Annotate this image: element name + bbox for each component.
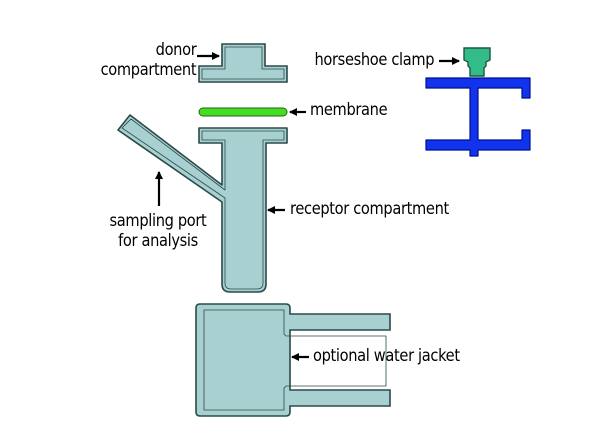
donor-label-line1: donor xyxy=(155,40,196,60)
label-arrows xyxy=(155,52,460,361)
sampling-label-line2: for analysis xyxy=(118,231,198,251)
membrane xyxy=(198,107,288,117)
membrane-label: membrane xyxy=(310,100,388,120)
receptor-label: receptor compartment xyxy=(290,199,449,219)
receptor-compartment xyxy=(117,114,288,293)
water-jacket xyxy=(195,303,391,417)
horseshoe-clamp xyxy=(425,47,531,157)
donor-compartment xyxy=(198,43,288,83)
water-jacket-label: optional water jacket xyxy=(313,346,460,366)
donor-label-line2: compartment xyxy=(100,60,196,80)
sampling-label-line1: sampling port xyxy=(109,211,207,231)
horseshoe-clamp-label: horseshoe clamp xyxy=(314,50,434,70)
